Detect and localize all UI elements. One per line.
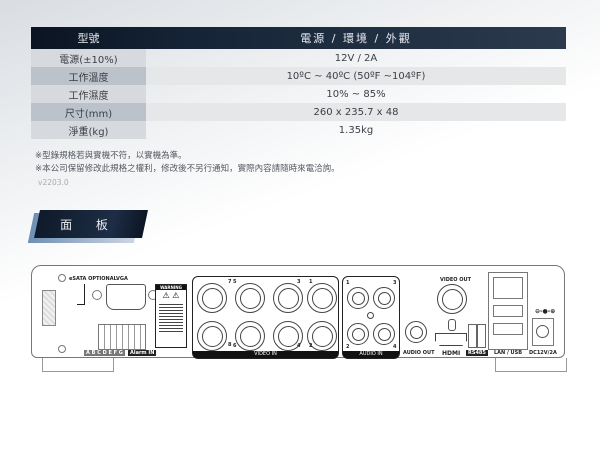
rca-audio-in-4 — [373, 323, 395, 345]
port-number: 4 — [297, 343, 301, 349]
vga-screw — [92, 290, 102, 300]
bnc-video-in-4 — [273, 321, 303, 351]
video-in-block: 7 5 3 1 8 6 4 2 VIDEO IN — [192, 276, 339, 359]
vga-port — [106, 284, 146, 310]
rs485-label: RS485 — [466, 350, 488, 356]
usb-port-1 — [493, 305, 523, 317]
table-row: 淨重(kg) 1.35kg — [31, 121, 566, 139]
device-foot-left — [42, 358, 114, 372]
terminal-label: A B C D E F G — [84, 350, 125, 356]
rca-audio-in-3 — [373, 287, 395, 309]
screw-hole — [58, 274, 66, 282]
table-row: 電源(±10%) 12V / 2A — [31, 49, 566, 67]
header-power-env-appearance: 電源 / 環境 / 外觀 — [300, 32, 412, 45]
row-label: 淨重(kg) — [31, 121, 146, 139]
esata-arrow-icon — [84, 284, 85, 304]
hdmi-label: HDMI — [442, 350, 461, 357]
lan-usb-frame — [488, 272, 528, 350]
table-row: 工作濕度 10% ~ 85% — [31, 85, 566, 103]
spec-table: 型號 電源 / 環境 / 外觀 電源(±10%) 12V / 2A 工作溫度 1… — [31, 27, 566, 139]
port-number: 3 — [297, 279, 301, 285]
table-row: 尺寸(mm) 260 x 235.7 x 48 — [31, 103, 566, 121]
alarm-label: Alarm IN — [128, 350, 157, 356]
esata-label: eSATA OPTIONAL — [69, 276, 117, 282]
bnc-video-in-1 — [307, 283, 337, 313]
port-number: 4 — [393, 344, 397, 350]
bnc-video-in-2 — [307, 321, 337, 351]
warning-text — [159, 304, 183, 332]
bnc-video-in-3 — [273, 283, 303, 313]
dc-jack-frame — [532, 318, 554, 346]
vga-label: VGA — [116, 276, 128, 282]
port-number: 7 — [228, 279, 232, 285]
section-banner: 面 板 — [27, 210, 148, 243]
bnc-video-in-5 — [235, 283, 265, 313]
port-number: 1 — [309, 279, 313, 285]
port-number: 1 — [346, 280, 350, 286]
rca-audio-in-2 — [347, 323, 369, 345]
screw-hole — [58, 345, 66, 353]
table-row: 工作溫度 10ºC ~ 40ºC (50ºF ~104ºF) — [31, 67, 566, 85]
dc-jack — [536, 325, 549, 338]
note-line-1: ※型錄規格若與實機不符，以實機為準。 — [35, 151, 187, 161]
video-in-label: VIDEO IN — [193, 351, 338, 358]
row-label: 工作溫度 — [31, 67, 146, 85]
warning-triangle-icon: ⚠ ⚠ — [162, 291, 180, 300]
port-number: 6 — [233, 343, 237, 349]
lan-usb-label: LAN / USB — [494, 350, 523, 356]
notes: ※型錄規格若與實機不符，以實機為準。 ※本公司保留修改此規格之權利，修改後不另行… — [35, 150, 340, 189]
row-value: 260 x 235.7 x 48 — [146, 103, 566, 121]
device-rear-panel: eSATA OPTIONAL VGA A B C D E F G Alarm I… — [31, 265, 565, 359]
polarity-icon: ⊖-●-⊕ — [535, 308, 556, 315]
bnc-video-out — [437, 284, 467, 314]
header-model: 型號 — [77, 32, 100, 45]
rca-audio-out — [405, 321, 427, 343]
port-number: 3 — [393, 280, 397, 286]
esata-arrow-line — [77, 304, 85, 305]
dc-label: DC12V/2A — [529, 350, 557, 356]
audio-in-label: AUDIO IN — [343, 351, 399, 358]
alarm-terminal-block — [98, 324, 146, 350]
screw-hole — [367, 312, 374, 319]
row-label: 電源(±10%) — [31, 49, 146, 67]
port-number: 2 — [346, 344, 350, 350]
rs485-port — [468, 324, 486, 348]
esata-port — [42, 290, 56, 326]
hdmi-port — [435, 333, 467, 346]
audio-out-label: AUDIO OUT — [403, 350, 435, 356]
note-line-2: ※本公司保留修改此規格之權利，修改後不另行通知，實際內容請隨時來電洽詢。 — [35, 164, 340, 174]
port-number: 8 — [228, 342, 232, 348]
row-value: 10ºC ~ 40ºC (50ºF ~104ºF) — [146, 67, 566, 85]
port-number: 5 — [233, 279, 237, 285]
usb-port-2 — [493, 323, 523, 335]
rca-audio-in-1 — [347, 287, 369, 309]
port-number: 2 — [309, 343, 313, 349]
warning-title: WARNING — [156, 285, 186, 290]
version-text: v2203.0 — [38, 178, 69, 187]
audio-in-block: 1 3 2 4 AUDIO IN — [342, 276, 400, 359]
spec-table-header: 型號 電源 / 環境 / 外觀 — [31, 27, 566, 49]
section-title: 面 板 — [60, 218, 118, 232]
lan-port — [493, 277, 523, 299]
bnc-video-in-7 — [197, 283, 227, 313]
warning-sticker: WARNING ⚠ ⚠ — [155, 284, 187, 348]
bnc-video-in-8 — [197, 321, 227, 351]
screw-slot — [448, 319, 456, 331]
bnc-video-in-6 — [235, 321, 265, 351]
row-value: 1.35kg — [338, 124, 374, 136]
row-value: 10% ~ 85% — [326, 88, 386, 100]
video-out-label: VIDEO OUT — [440, 277, 472, 283]
row-value: 12V / 2A — [334, 52, 378, 64]
device-foot-right — [495, 358, 567, 372]
row-label: 尺寸(mm) — [31, 103, 146, 121]
row-label: 工作濕度 — [31, 85, 146, 103]
